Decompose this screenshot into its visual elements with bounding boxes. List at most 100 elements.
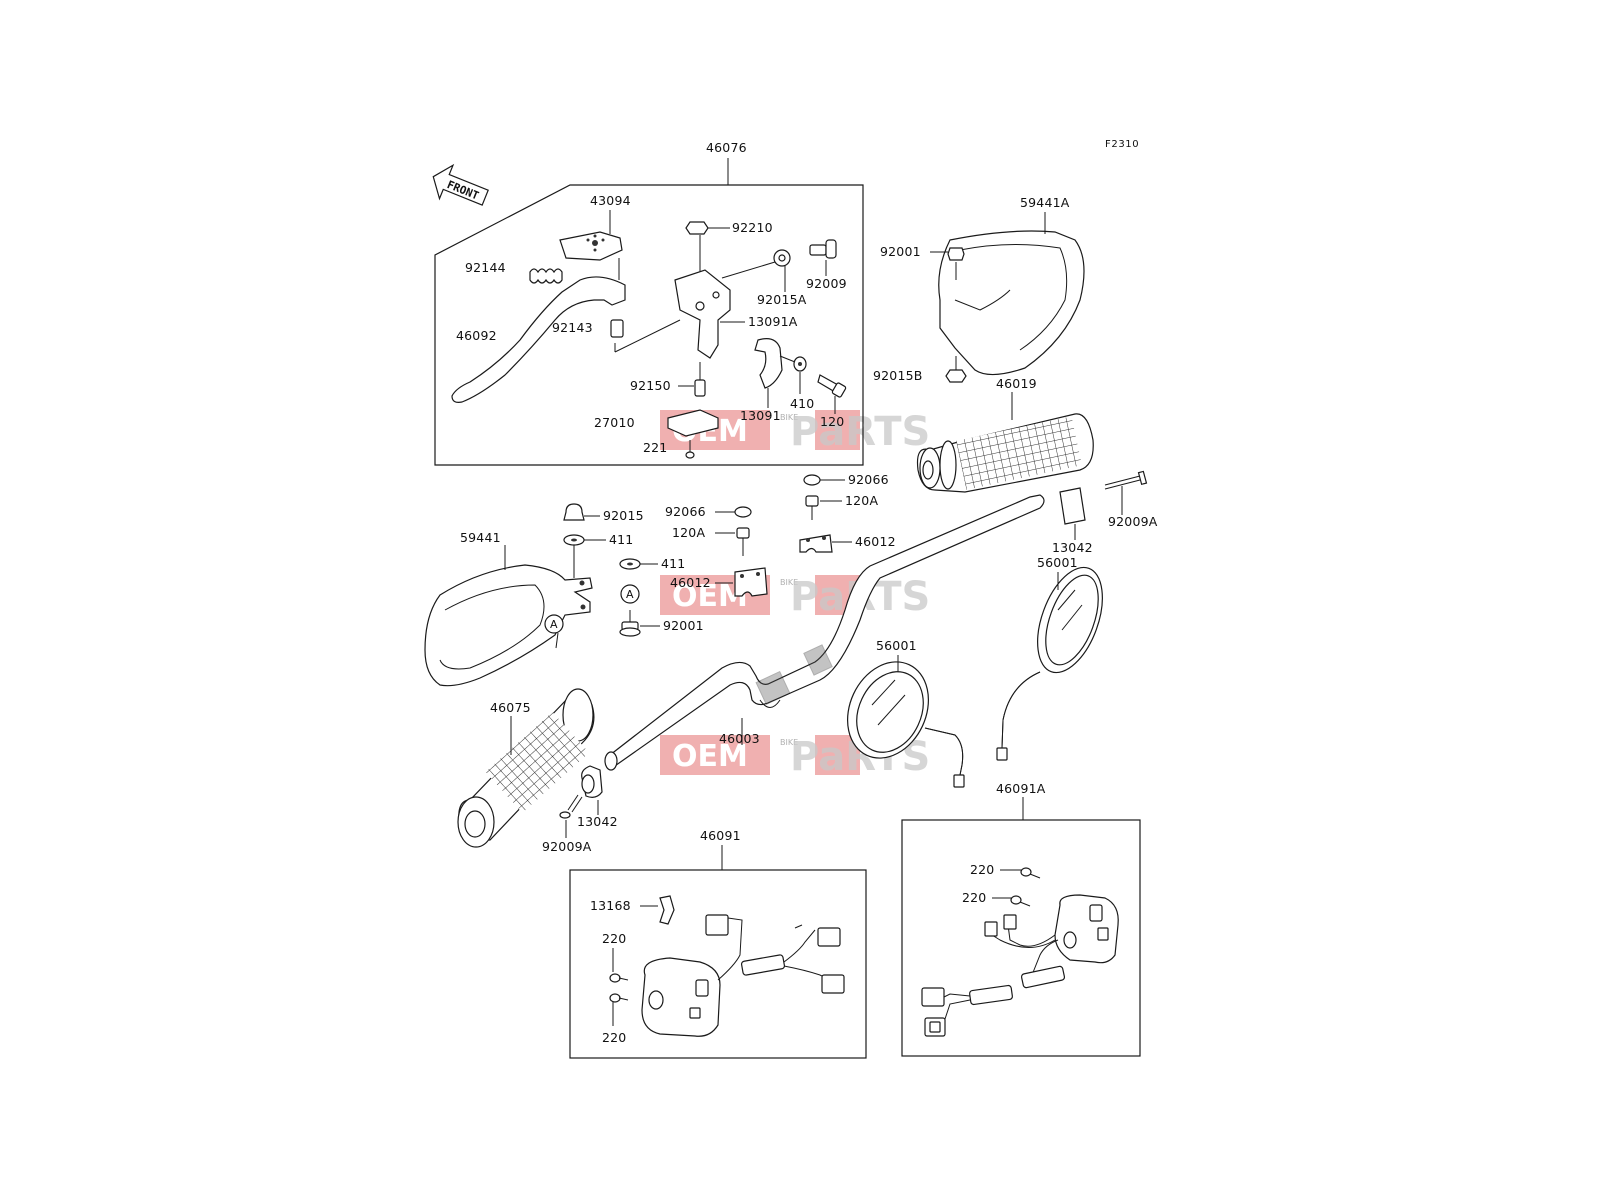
callout-92144: 92144 [465,260,506,275]
svg-text:OEM: OEM [672,739,748,774]
cap-92066-right [803,474,845,486]
callout-27010: 27010 [594,415,635,430]
spring-92144 [529,268,563,284]
callout-92150: 92150 [630,378,671,393]
callout-410: 410 [790,396,814,411]
callout-92015A: 92015A [757,292,807,307]
callout-43094: 43094 [590,193,631,208]
callout-92015: 92015 [603,508,644,523]
clip-13168 [640,895,675,925]
callout-13091: 13091 [740,408,781,423]
callout-56001-right: 56001 [1037,555,1078,570]
screw-220-d [992,895,1031,907]
svg-text:A: A [626,588,634,601]
nut-92015 [563,503,600,521]
washer-411-b [619,558,658,570]
bolt-120A-right [805,495,842,520]
handguard-59441 [424,545,593,687]
callout-220-d: 220 [962,890,986,905]
lever-assembly-box [434,184,864,466]
callout-411-b: 411 [661,556,685,571]
collar-92143 [610,319,681,353]
callout-46012-right: 46012 [855,534,896,549]
screw-220-b [609,993,629,1026]
marker-A-left: A [544,614,564,649]
screw-92009A-right [1104,470,1148,515]
callout-13042-left: 13042 [577,814,618,829]
callout-220-c: 220 [970,862,994,877]
callout-92015B: 92015B [873,368,923,383]
callout-46091A: 46091A [996,781,1046,796]
callout-92066-mid: 92066 [665,504,706,519]
screw-221 [685,440,695,459]
washer-411-a [563,534,606,546]
clamp-13091 [754,338,783,408]
bolt-120A-mid [715,527,750,556]
screw-92009A-left [559,794,583,838]
bar-end-13042-right [1059,487,1086,540]
callout-46075: 46075 [490,700,531,715]
callout-13168: 13168 [590,898,631,913]
screw-92009 [809,239,837,276]
switch-46091-box [569,869,867,1059]
mirror-56001-right [996,566,1103,761]
callout-92001-mid: 92001 [663,618,704,633]
callout-92009A-left: 92009A [542,839,592,854]
lever-holder-13091A [674,235,731,359]
clamp-46012-right [799,534,852,553]
left-grip-46075 [457,688,595,848]
callout-59441: 59441 [460,530,501,545]
clamp-46012-mid [715,567,768,597]
handlebar-46003 [604,494,1045,771]
bolt-92001-top [947,247,965,280]
bolt-92150 [694,362,706,397]
switch-housing-46091A [921,894,1119,1037]
callout-220-a: 220 [602,931,626,946]
callout-92066-right: 92066 [848,472,889,487]
screw-220-a [609,948,629,983]
cap-92066-mid [715,506,752,518]
svg-text:BIKE: BIKE [780,578,798,587]
throttle-grip-46019 [916,413,1094,493]
clutch-lever-46092 [451,258,626,403]
callout-221: 221 [643,440,667,455]
handguard-59441A [938,230,1085,376]
callout-46003: 46003 [719,731,760,746]
callout-46012-mid: 46012 [670,575,711,590]
marker-A-mid: A [620,584,640,604]
callout-220-b: 220 [602,1030,626,1045]
callout-46076: 46076 [706,140,747,155]
callout-120A-right: 120A [845,493,878,508]
callout-120A-mid: 120A [672,525,705,540]
screw-220-c [1000,867,1041,879]
callout-59441A: 59441A [1020,195,1070,210]
svg-text:A: A [550,618,558,631]
callout-13091A: 13091A [748,314,798,329]
callout-411-a: 411 [609,532,633,547]
callout-46092: 46092 [456,328,497,343]
mirror-56001-mid [846,661,965,788]
callout-13042-right: 13042 [1052,540,1093,555]
nut-92210 [685,221,709,235]
figure-code: F2310 [1105,139,1139,150]
callout-92143: 92143 [552,320,593,335]
callout-46019: 46019 [996,376,1037,391]
bolt-120 [817,374,847,414]
callout-56001-mid: 56001 [876,638,917,653]
callout-92009A-right: 92009A [1108,514,1158,529]
bar-end-13042-left [581,765,603,815]
front-arrow-icon: FRONT [432,163,489,206]
svg-text:BIKE: BIKE [780,738,798,747]
callout-92001-top: 92001 [880,244,921,259]
lever-cover-43094 [559,231,623,261]
callout-46091: 46091 [700,828,741,843]
watermark-3: OEM BIKE PaRTS [660,734,930,780]
nut-92015A [721,249,791,292]
svg-text:PaRTS: PaRTS [790,409,930,455]
callout-92210: 92210 [732,220,773,235]
bolt-92001-mid [619,610,660,637]
switch-46091A-box [901,819,1141,1057]
washer-410 [779,355,807,394]
nut-92015B [945,356,967,383]
